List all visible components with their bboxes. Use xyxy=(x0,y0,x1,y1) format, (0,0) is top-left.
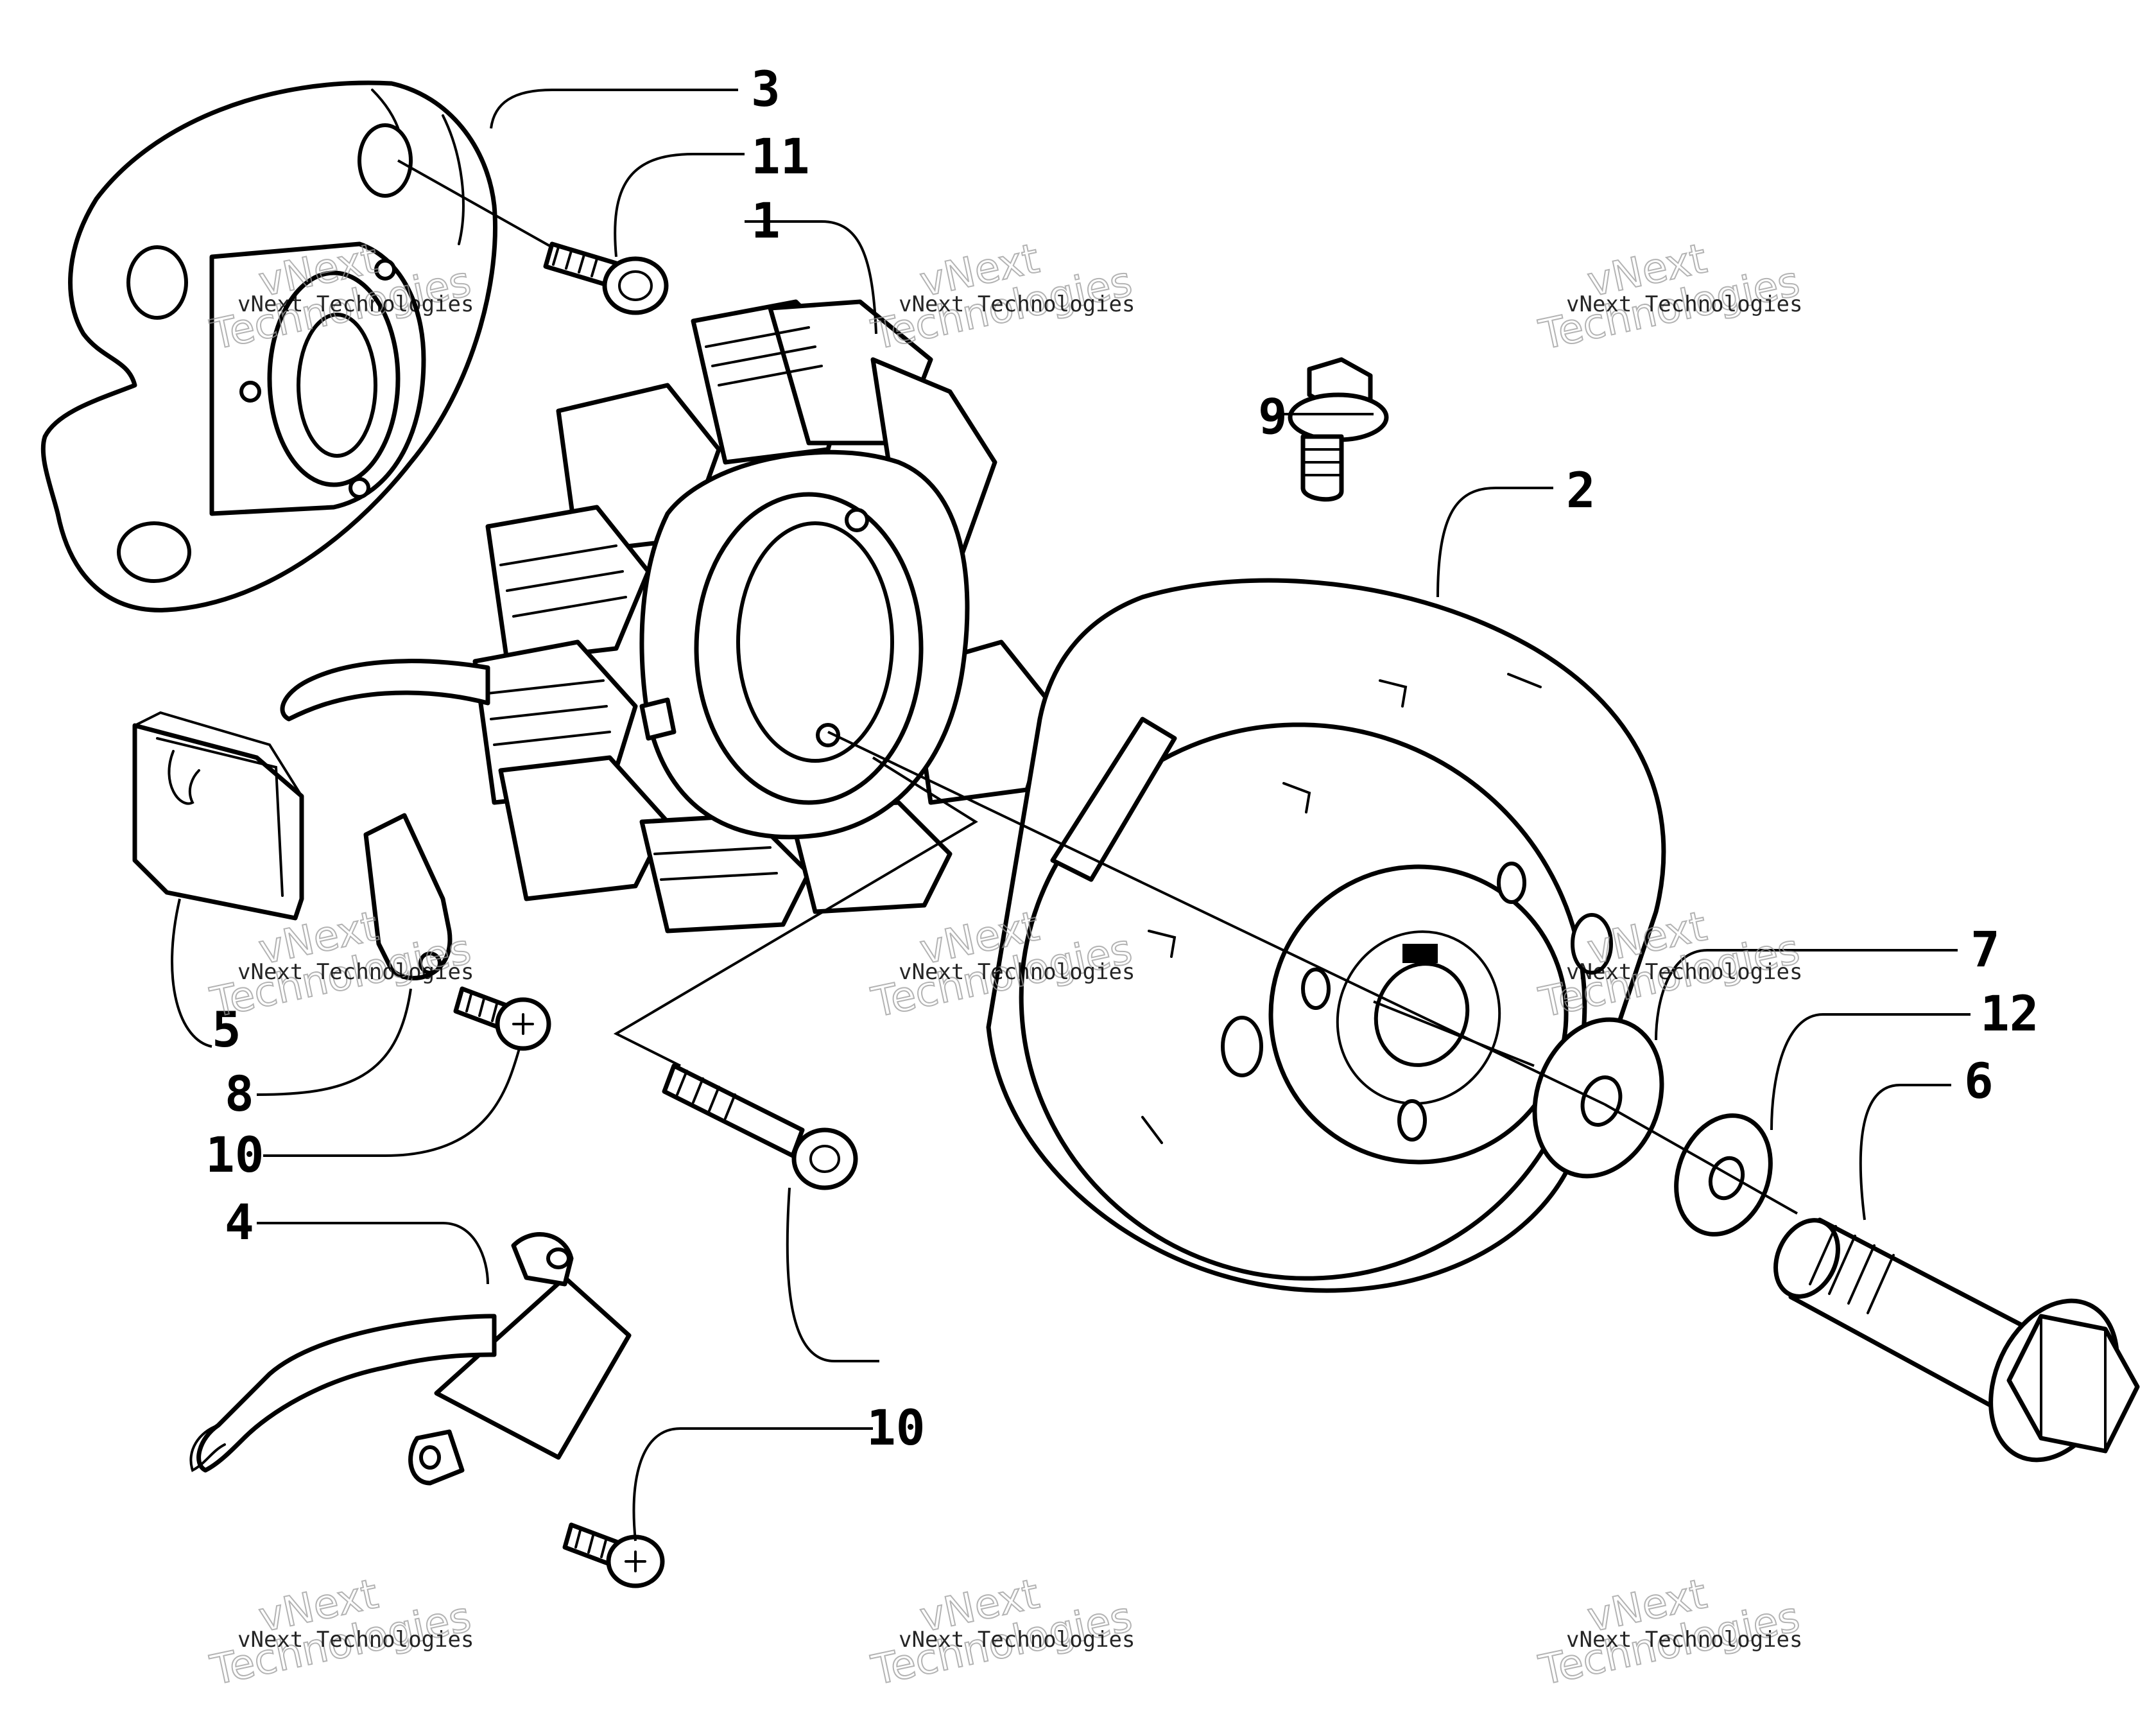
screw-part-11 xyxy=(543,241,669,315)
bolt-part-12 xyxy=(662,1063,858,1190)
screw-part-10-lower xyxy=(562,1522,665,1588)
stator-coil-part-1 xyxy=(280,299,1055,934)
watermark-bottom-left: vNext Technologies vNext Technologies xyxy=(206,1570,476,1696)
washer-part-13 xyxy=(1674,1113,1773,1237)
svg-text:vNext Technologies: vNext Technologies xyxy=(1566,959,1802,985)
callout-5: 5 xyxy=(212,1001,241,1058)
watermark-bottom-center: vNext Technologies vNext Technologies xyxy=(867,1570,1137,1696)
svg-text:vNext Technologies: vNext Technologies xyxy=(899,1627,1135,1653)
watermark-top-center: vNext Technologies vNext Technologies xyxy=(867,234,1137,360)
svg-text:vNext Technologies: vNext Technologies xyxy=(1566,291,1802,317)
callout-labels: 3 11 1 9 2 7 12 6 5 8 10 4 12 12 10 xyxy=(205,60,2039,1456)
callout-1: 1 xyxy=(751,192,780,249)
callout-6: 6 xyxy=(1964,1052,1994,1109)
flywheel-part-2 xyxy=(986,578,1666,1293)
callout-10-lower: 10 xyxy=(867,1399,926,1456)
svg-text:vNext Technologies: vNext Technologies xyxy=(237,959,474,985)
stator-plate-part-3 xyxy=(40,80,497,613)
watermarks: vNext Technologies vNext Technologies vN… xyxy=(206,234,1805,1696)
watermark-top-right: vNext Technologies vNext Technologies xyxy=(1535,234,1805,360)
callout-4: 4 xyxy=(225,1194,254,1251)
callout-3: 3 xyxy=(751,60,780,117)
callout-7: 7 xyxy=(1971,921,2000,978)
callout-8: 8 xyxy=(225,1065,254,1122)
watermark-bottom-right: vNext Technologies vNext Technologies xyxy=(1535,1570,1805,1696)
bolt-part-9 xyxy=(1288,357,1389,502)
svg-text:vNext Technologies: vNext Technologies xyxy=(899,291,1135,317)
screw-part-10-upper xyxy=(453,986,551,1051)
gasket-part-5 xyxy=(132,711,304,921)
clamp-part-8 xyxy=(363,813,453,980)
pickup-coil-part-4 xyxy=(189,1232,632,1486)
svg-text:vNext Technologies: vNext Technologies xyxy=(237,1627,474,1653)
callout-13: 12 xyxy=(1980,985,2039,1042)
leader-lines xyxy=(171,89,1971,1542)
callout-10-upper: 10 xyxy=(205,1126,264,1183)
svg-text:vNext Technologies: vNext Technologies xyxy=(899,959,1135,985)
svg-text:vNext Technologies: vNext Technologies xyxy=(237,291,474,317)
svg-text:vNext Technologies: vNext Technologies xyxy=(1566,1627,1802,1653)
washer-part-7 xyxy=(1532,1017,1664,1179)
callout-11: 11 xyxy=(751,128,810,185)
callout-2: 2 xyxy=(1566,462,1596,519)
bolt-part-6 xyxy=(1773,1217,2140,1463)
callout-9: 9 xyxy=(1258,388,1288,445)
